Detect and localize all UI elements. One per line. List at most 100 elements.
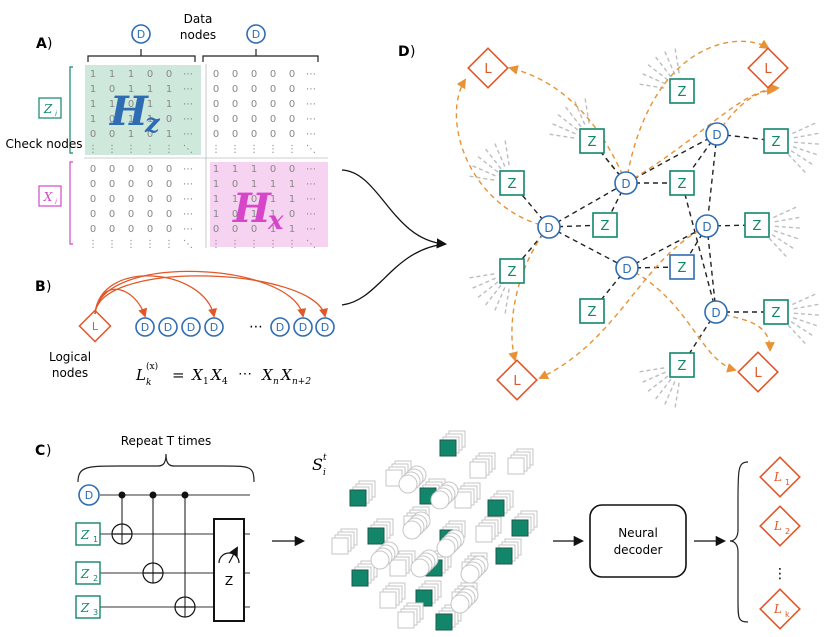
hz-cell: 1 bbox=[90, 69, 96, 80]
hx-cell: ⋮ bbox=[249, 239, 259, 250]
z-check-node: Z bbox=[499, 258, 525, 284]
z-check-node: Z bbox=[669, 254, 695, 280]
hz-cell: ⋮ bbox=[126, 144, 136, 155]
x-bracket bbox=[69, 161, 73, 245]
hz-cell: 1 bbox=[109, 69, 115, 80]
svg-text:Z: Z bbox=[588, 305, 597, 320]
syndrome-site bbox=[331, 528, 358, 555]
graph-edge bbox=[626, 225, 708, 269]
graph-edge bbox=[681, 182, 717, 313]
syndrome-site bbox=[475, 516, 502, 543]
hz-right-cell: ⋮ bbox=[211, 144, 221, 155]
data-node-header-right: D bbox=[246, 24, 266, 44]
hx-left-cell: ⋮ bbox=[164, 239, 174, 250]
hx-cell: ⋯ bbox=[306, 224, 316, 235]
z-bracket bbox=[69, 66, 73, 154]
hz-right-cell: ⋯ bbox=[306, 114, 316, 125]
hx-left-cell: ⋮ bbox=[107, 239, 117, 250]
svg-text:D: D bbox=[252, 28, 260, 41]
grey-fan bbox=[787, 292, 821, 346]
hx-cell: 1 bbox=[213, 179, 219, 190]
hz-right-cell: 0 bbox=[289, 129, 295, 140]
hz-cell: ⋯ bbox=[183, 99, 193, 110]
data-node: D bbox=[695, 214, 719, 238]
hx-cell: 1 bbox=[232, 194, 238, 205]
syndrome-data-site bbox=[430, 481, 459, 510]
hz-right-cell: 0 bbox=[251, 129, 257, 140]
svg-text:D: D bbox=[621, 177, 630, 191]
hx-left-cell: ⋯ bbox=[183, 194, 193, 205]
hx-cell: ⋯ bbox=[306, 164, 316, 175]
hz-cell: 1 bbox=[109, 99, 115, 110]
syndrome-site bbox=[415, 580, 442, 607]
syndrome-site bbox=[349, 480, 376, 507]
hz-cell: 1 bbox=[147, 84, 153, 95]
hx-left-cell: 0 bbox=[90, 224, 96, 235]
hz-right-cell: 0 bbox=[232, 99, 238, 110]
svg-text:2: 2 bbox=[93, 574, 98, 583]
syndrome-data-site bbox=[450, 585, 479, 614]
svg-text:Z: Z bbox=[678, 359, 687, 374]
logical-edge bbox=[625, 39, 770, 184]
hx-cell: 1 bbox=[270, 179, 276, 190]
syndrome-site bbox=[351, 560, 378, 587]
svg-text:Z: Z bbox=[80, 528, 90, 542]
hz-right-cell: 0 bbox=[213, 69, 219, 80]
svg-text:D: D bbox=[321, 321, 329, 334]
svg-text:n: n bbox=[273, 377, 279, 387]
hz-right-cell: 0 bbox=[251, 69, 257, 80]
hx-left-cell: ⋯ bbox=[183, 179, 193, 190]
hx-cell: 0 bbox=[213, 224, 219, 235]
b-ellipsis: ⋯ bbox=[249, 319, 263, 335]
syndrome-label: S t i bbox=[312, 453, 327, 478]
hz-cell: ⋯ bbox=[183, 114, 193, 125]
hx-left-cell: 0 bbox=[147, 224, 153, 235]
b-arc bbox=[94, 275, 217, 318]
hz-right-cell: 0 bbox=[289, 84, 295, 95]
svg-text:D: D bbox=[164, 321, 172, 334]
hx-left-cell: 0 bbox=[90, 164, 96, 175]
hz-right-cell: 0 bbox=[289, 69, 295, 80]
grey-fan bbox=[768, 205, 802, 259]
svg-text:D: D bbox=[299, 321, 307, 334]
hx-left-cell: 0 bbox=[128, 209, 134, 220]
data-node-header-left: D bbox=[131, 24, 151, 44]
hx-cell: 1 bbox=[232, 164, 238, 175]
hz-cell: 1 bbox=[90, 84, 96, 95]
hx-cell: 1 bbox=[251, 179, 257, 190]
hz-right-cell: 0 bbox=[270, 99, 276, 110]
hx-left-cell: 0 bbox=[166, 209, 172, 220]
svg-text:A: A bbox=[36, 36, 47, 52]
svg-text:): ) bbox=[410, 44, 415, 60]
hx-cell: ⋮ bbox=[287, 239, 297, 250]
repeat-brace bbox=[77, 453, 255, 483]
data-nodes-label-1: Data bbox=[184, 12, 213, 26]
hx-left-cell: 0 bbox=[147, 194, 153, 205]
hz-right-cell: 0 bbox=[251, 84, 257, 95]
z-check-node: Z bbox=[499, 170, 525, 196]
svg-text:1: 1 bbox=[203, 377, 209, 387]
hx-cell: 1 bbox=[213, 209, 219, 220]
hz-cell: 1 bbox=[90, 114, 96, 125]
hz-right-cell: ⋯ bbox=[306, 129, 316, 140]
svg-text:L: L bbox=[773, 470, 782, 484]
hz-cell: ⋯ bbox=[183, 84, 193, 95]
svg-text:): ) bbox=[47, 36, 52, 52]
hx-cell: ⋯ bbox=[306, 194, 316, 205]
logical-edge bbox=[626, 267, 737, 373]
svg-text:t: t bbox=[323, 453, 327, 463]
hz-right-cell: ⋯ bbox=[306, 84, 316, 95]
hx-cell: 1 bbox=[270, 209, 276, 220]
svg-text:Z: Z bbox=[508, 265, 517, 280]
hz-cell: 0 bbox=[109, 129, 115, 140]
circuit-data-qubit: D bbox=[78, 484, 100, 506]
hz-cell: 1 bbox=[166, 99, 172, 110]
graph-edge bbox=[548, 182, 627, 228]
hz-right-cell: 0 bbox=[251, 114, 257, 125]
hz-cell: 1 bbox=[128, 84, 134, 95]
